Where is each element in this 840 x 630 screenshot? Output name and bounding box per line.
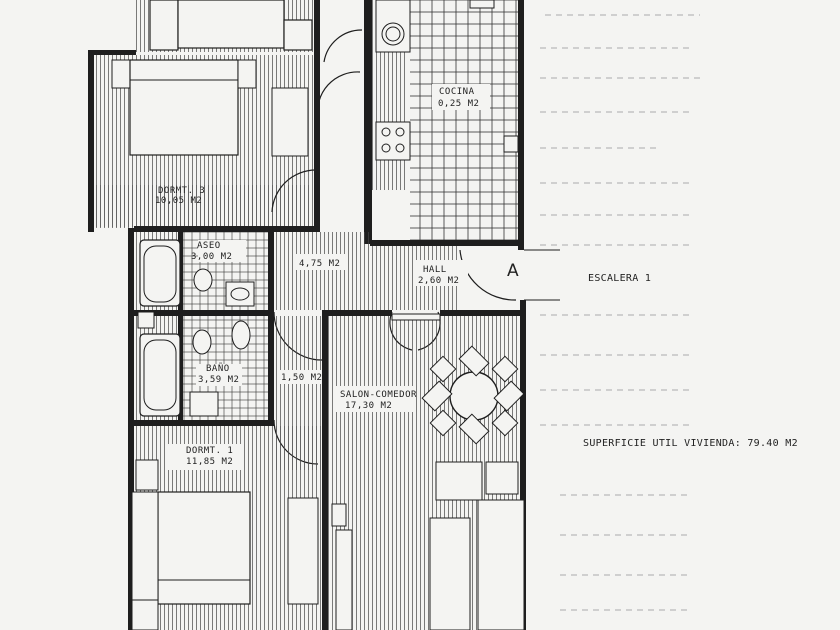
- aseo-area: 3,00 M2: [191, 252, 233, 262]
- entrance-marker: A: [507, 261, 520, 281]
- stair-label: ESCALERA 1: [588, 273, 652, 284]
- ghost-text: [540, 14, 700, 611]
- dormit1-area: 11,85 M2: [186, 457, 234, 467]
- room-dormit-3: [94, 55, 316, 228]
- dormit3-area: 10,05 M2: [155, 196, 203, 206]
- salon-area: 17,30 M2: [345, 401, 393, 411]
- cocina-name: COCINA: [439, 87, 475, 97]
- top-room: [136, 0, 316, 52]
- surface-label: SUPERFICIE UTIL VIVIENDA: 79.40 M2: [583, 438, 798, 449]
- corridor: [274, 232, 468, 310]
- cocina-area: 0,25 M2: [438, 99, 480, 109]
- dormit1-name: DORMT. 1: [186, 446, 234, 456]
- room-cocina: [372, 0, 519, 240]
- distrib-area: 1,50 M2: [281, 373, 323, 383]
- bano-area: 3,59 M2: [198, 375, 240, 385]
- dormit3-name: DORMT. 3: [158, 186, 206, 196]
- room-dormit-1: [131, 426, 322, 630]
- room-aseo: [134, 232, 268, 310]
- salon-name: SALON-COMEDOR: [340, 390, 417, 400]
- aseo-name: ASEO: [197, 241, 221, 251]
- exterior-walls: [88, 0, 526, 630]
- pasillo-area: 4,75 M2: [299, 259, 341, 269]
- room-salon-comedor: [328, 313, 525, 630]
- stair-landing: [524, 249, 560, 301]
- hall-area: 2,60 M2: [418, 276, 460, 286]
- hall-name: HALL: [423, 265, 447, 275]
- bano-name: BAÑO: [206, 364, 230, 374]
- room-bano: [134, 311, 268, 420]
